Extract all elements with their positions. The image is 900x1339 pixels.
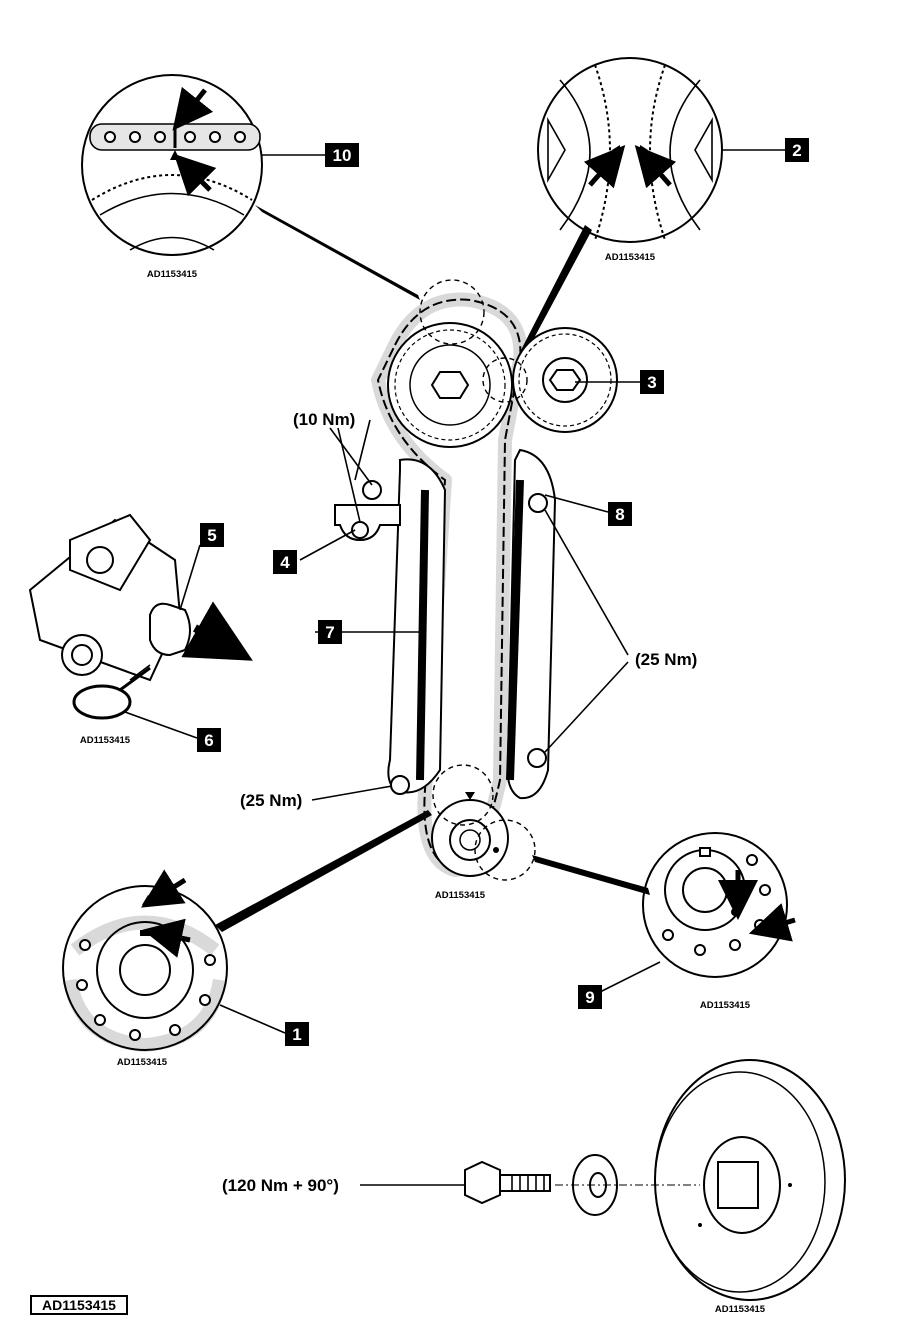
callout-9 [578,985,602,1009]
bolt-icon [527,748,547,768]
callout-7 [318,620,342,644]
keyway-mark-icon [140,930,154,936]
detail-10-code: AD1153415 [147,269,198,280]
callout-9-label: 9 [585,988,594,1007]
callout-5 [200,523,224,547]
pulley-view-code: AD1153415 [715,1304,766,1315]
torque-tensioner-rail: (25 Nm) [240,791,302,810]
tensioner-detail-view: 5 6 AD1153415 [28,513,253,752]
crankshaft-sprocket [431,792,509,877]
detail-10-chain [89,123,261,151]
callout-4-label: 4 [280,553,290,572]
chain-tensioner [334,419,401,542]
arrow-icon [583,144,626,189]
callout-2 [785,138,809,162]
torque-guide-rail: (25 Nm) [635,650,697,669]
bolt-icon [528,493,548,513]
timing-mark-icon [465,792,475,800]
crankshaft-pulley [654,1059,846,1301]
arrow-icon [748,903,796,942]
callout-3-label: 3 [647,373,656,392]
callout-7-label: 7 [325,623,334,642]
callout-1-label: 1 [292,1025,301,1044]
detail-2-code: AD1153415 [605,252,656,263]
main-diagram-code: AD1153415 [435,890,486,901]
main-assembly: 3 7 8 (25 Nm) (25 Nm) [240,279,697,901]
reference-code-badge: AD1153415 [30,1295,128,1315]
callout-6 [197,728,221,752]
hex-bolt-icon [430,371,470,399]
callout-8 [608,502,632,526]
camshaft-sprocket-exhaust [387,322,513,448]
arrow-icon [181,601,253,661]
callout-6-label: 6 [204,731,213,750]
detail-1-locator [432,764,494,826]
tensioner-view-code: AD1153415 [80,735,131,746]
detail-10-locator [419,279,485,345]
detail-2-magnifier: 2 AD1153415 [520,57,809,355]
detail-1-code: AD1153415 [117,1057,168,1068]
callout-2-label: 2 [792,141,801,160]
timing-dot-icon [731,908,739,916]
callout-8-label: 8 [615,505,624,524]
hex-bolt-icon [548,369,582,391]
detail-10-magnifier: 10 AD1153415 [81,74,420,300]
arrow-icon [634,144,677,189]
crankshaft-bolt [464,1160,551,1205]
detail-1-magnifier: 1 AD1153415 [62,810,432,1068]
arrow-icon [172,86,214,131]
arrow-icon [141,869,187,908]
bolt-icon [390,775,410,795]
bolt-icon [362,480,382,500]
detail-2-locator [482,357,528,403]
detail-9-magnifier: 9 AD1153415 [532,832,796,1011]
detail-9-locator [474,819,536,881]
tensioner-rail [387,458,447,794]
detail-1-chain-pins [76,939,216,1041]
retaining-pin-ring [72,684,132,720]
torque-crankshaft-bolt: (120 Nm + 90°) [222,1176,339,1195]
callout-4 [273,550,297,574]
callout-5-label: 5 [207,526,216,545]
arrow-icon [142,918,191,958]
detail-9-code: AD1153415 [700,1000,751,1011]
tensioner-plunger [149,602,191,657]
arrow-icon [173,153,217,197]
callout-3 [640,370,664,394]
torque-tensioner: (10 Nm) [293,410,355,429]
crankshaft-pulley-assembly: (120 Nm + 90°) AD1153415 [222,1059,846,1315]
callout-10-label: 10 [333,146,352,165]
callout-1 [285,1022,309,1046]
callout-10 [325,143,359,167]
timing-chain [376,298,522,872]
camshaft-sprocket-intake [512,327,618,433]
